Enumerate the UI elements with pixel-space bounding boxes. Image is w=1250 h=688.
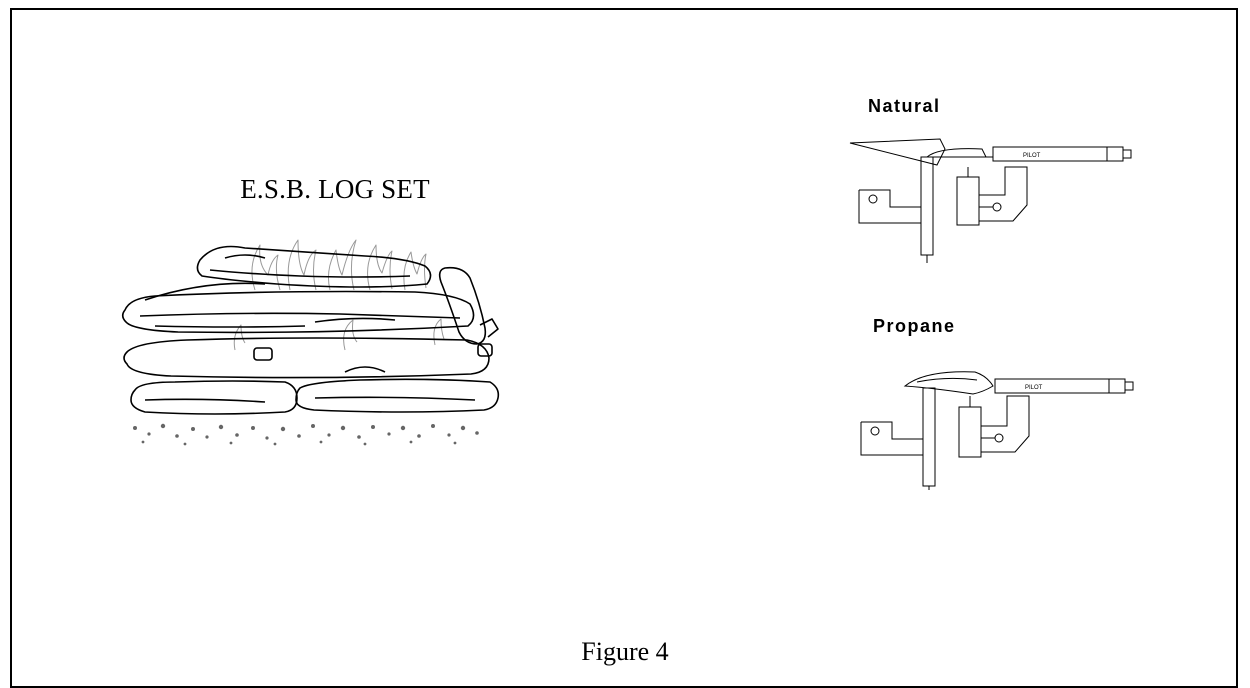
figure-frame <box>10 8 1238 688</box>
natural-gas-pilot-valve-icon: PILOT <box>849 138 1132 263</box>
natural-label: Natural <box>868 96 941 116</box>
propane-label: Propane <box>873 316 956 336</box>
logset-title: E.S.B. LOG SET <box>240 174 430 204</box>
propane-pilot-tag: PILOT <box>1025 385 1043 391</box>
natural-pilot-tag: PILOT <box>1023 153 1041 159</box>
propane-pilot-valve-icon: PILOT <box>860 371 1134 490</box>
log-set-illustration-icon <box>121 239 500 446</box>
figure-caption: Figure 4 <box>581 637 669 666</box>
